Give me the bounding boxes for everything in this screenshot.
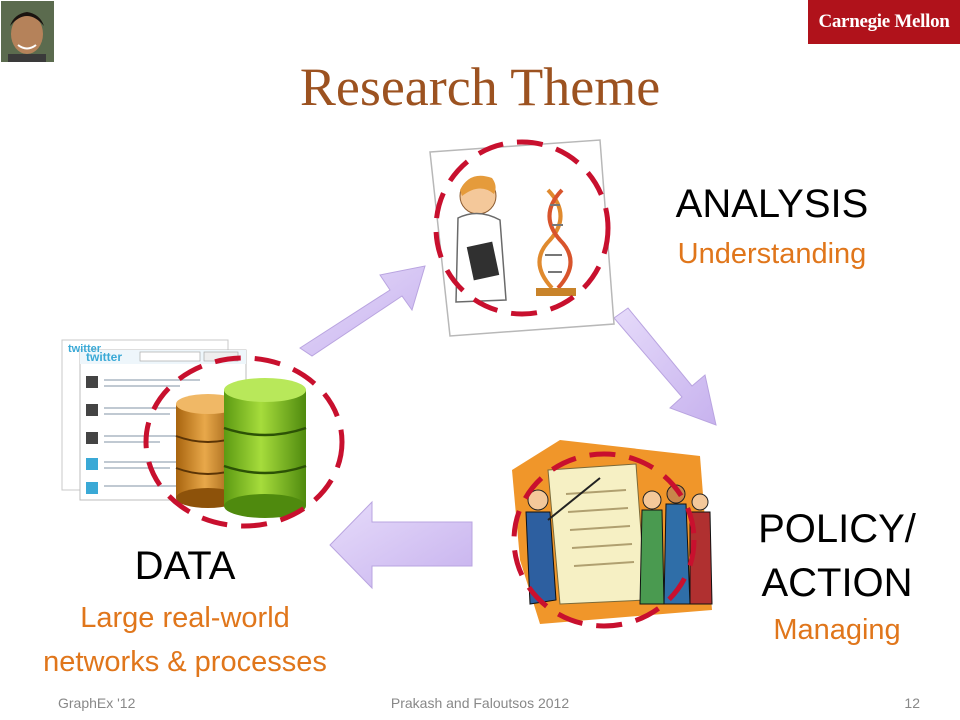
data-dashed-circle [143, 355, 345, 529]
policy-dashed-circle [511, 451, 697, 629]
policy-action-image [512, 440, 713, 624]
data-sublabel-line-1: Large real-world [80, 602, 290, 634]
data-sublabel-line-2: networks & processes [43, 646, 327, 678]
analysis-label: ANALYSIS [675, 182, 869, 226]
data-label: DATA [134, 544, 236, 588]
policy-label-line-2: ACTION [761, 561, 913, 605]
database-icon [175, 378, 307, 518]
arrow-policy-to-data [329, 500, 473, 590]
presenter-avatar-image [1, 1, 54, 62]
footer-conference: GraphEx '12 [58, 695, 136, 711]
carnegie-mellon-logo: Carnegie Mellon [808, 0, 960, 44]
arrow-analysis-to-policy [613, 307, 717, 426]
slide-title: Research Theme [299, 57, 661, 117]
policy-sublabel: Managing [773, 614, 901, 646]
footer-page-number: 12 [904, 695, 920, 711]
analysis-sublabel: Understanding [677, 238, 867, 270]
policy-label: POLICY/ ACTION [752, 502, 922, 610]
policy-label-line-1: POLICY/ [758, 507, 916, 551]
twitter-wordmark-back: twitter [68, 343, 102, 355]
data-sublabel: Large real-world networks & processes [0, 596, 370, 684]
twitter-wordmark-front: twitter [86, 350, 122, 364]
analysis-scientist-image [429, 139, 615, 337]
analysis-dashed-circle [433, 139, 611, 317]
arrow-data-to-analysis [299, 265, 426, 357]
logo-text: Carnegie Mellon [818, 11, 950, 32]
footer-authors: Prakash and Faloutsos 2012 [390, 695, 570, 711]
